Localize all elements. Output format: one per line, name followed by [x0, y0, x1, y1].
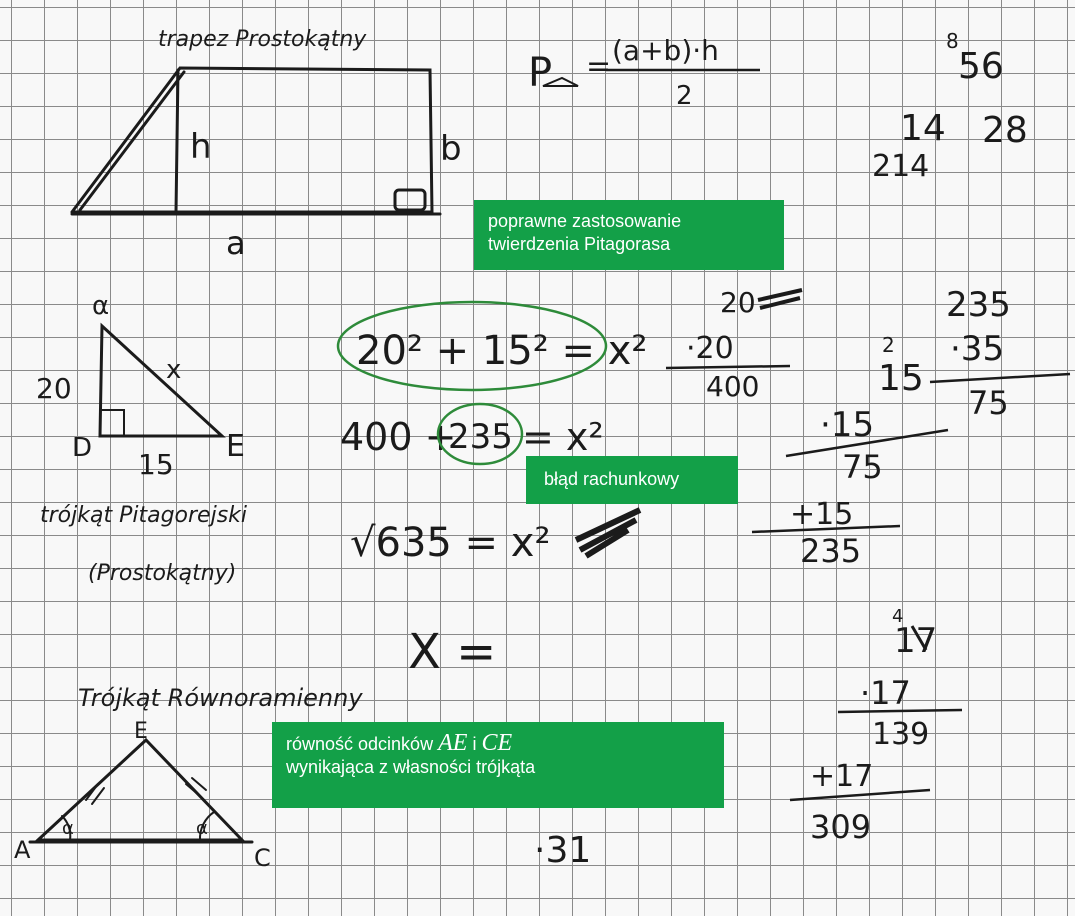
- triangle-title: Trójkąt Równoramienny: [78, 684, 363, 712]
- annotation-line: twierdzenia Pitagorasa: [488, 234, 671, 254]
- error-circle: [436, 402, 524, 466]
- annotation-equality: równość odcinków AE i CE wynikająca z wł…: [272, 722, 724, 808]
- equation-pythagoras: 20² + 15² = x²: [356, 328, 647, 374]
- trapezoid-label-h: h: [190, 127, 212, 167]
- calc-value: 15: [878, 358, 924, 399]
- triangle-caption: (Prostokątny): [88, 561, 236, 586]
- calc-value: ·35: [950, 329, 1004, 369]
- vertex-label: C: [254, 844, 271, 872]
- calc-value: 14: [900, 108, 946, 149]
- calc-value: 235: [800, 532, 861, 570]
- trapezoid-title: trapez Prostokątny: [158, 27, 367, 52]
- carry-digit: 8: [946, 29, 959, 53]
- segment-ae: AE: [438, 730, 468, 756]
- calc-value: ·15: [820, 405, 874, 445]
- scribble-mark: [757, 288, 803, 310]
- annotation-text: błąd rachunkowy: [544, 469, 680, 489]
- vertex-label: D: [72, 433, 92, 463]
- calc-value: 75: [968, 384, 1009, 422]
- equation-result: X =: [408, 624, 496, 680]
- formula-denominator: 2: [676, 81, 693, 111]
- calculation-35: 235 ·35 75: [929, 285, 1071, 422]
- scribble-mark: [574, 507, 642, 559]
- vertex-label: α: [92, 291, 109, 321]
- annotation-text: i: [472, 734, 477, 754]
- vertex-label: A: [14, 836, 31, 864]
- calc-value: 20: [720, 286, 756, 319]
- annotation-text: równość odcinków: [286, 734, 434, 754]
- vertex-label: E: [134, 719, 148, 744]
- trapezoid-area-formula: P = (a+b)·h 2: [528, 34, 760, 111]
- annotation-line: wynikająca z własności trójkąta: [286, 757, 536, 777]
- right-triangle-drawing: [98, 322, 226, 438]
- calculation-20: 20 ·20 400: [665, 286, 803, 403]
- annotation-error: błąd rachunkowy: [526, 456, 738, 504]
- equation-root: √635 = x²: [350, 520, 551, 566]
- calc-value: 235: [946, 285, 1011, 325]
- angle-label: α: [62, 818, 74, 839]
- calc-value: ·17: [860, 674, 911, 712]
- trapezoid-symbol-icon: [542, 76, 579, 87]
- trapezoid-label-b: b: [440, 129, 462, 169]
- annotation-pythagoras: poprawne zastosowanie twierdzenia Pitago…: [474, 200, 784, 270]
- formula-equals: =: [586, 49, 611, 84]
- calc-value: 28: [982, 110, 1028, 151]
- equation-step-error-value: 235: [448, 417, 513, 457]
- trapezoid-label-a: a: [226, 224, 246, 262]
- formula-lhs: P: [528, 50, 552, 96]
- annotation-line: poprawne zastosowanie: [488, 211, 682, 231]
- calc-value: 400: [706, 370, 759, 403]
- angle-label: α: [196, 818, 208, 839]
- carry-digit: 2: [882, 333, 895, 357]
- segment-ce: CE: [481, 730, 513, 756]
- pythagoras-circle: [336, 300, 608, 392]
- scribble-value: ·31: [534, 830, 591, 871]
- topright-calculation: 8 56 14 28 214: [872, 29, 1028, 184]
- calc-value: ·20: [686, 331, 734, 366]
- isosceles-triangle-drawing: [28, 737, 254, 844]
- calc-value: 56: [958, 46, 1004, 87]
- side-length-label: 15: [138, 448, 174, 481]
- calc-value: 75: [842, 448, 883, 486]
- trapezoid-drawing: [70, 66, 442, 216]
- side-length-label: 20: [36, 372, 72, 405]
- calc-value: 214: [872, 149, 929, 184]
- equation-step-right: = x²: [522, 415, 604, 459]
- calc-value: 139: [872, 717, 929, 752]
- calc-value: 17: [894, 621, 937, 661]
- calculation-17: 4 17 ·17 139 +17 309: [789, 606, 963, 846]
- vertex-label: E: [226, 429, 245, 464]
- triangle-caption: trójkąt Pitagorejski: [40, 503, 247, 528]
- calc-value: +17: [810, 759, 873, 794]
- calc-value: +15: [790, 497, 853, 532]
- formula-numerator: (a+b)·h: [612, 34, 719, 67]
- calculation-15: 2 15 ·15 75 +15 235: [751, 333, 949, 570]
- hypotenuse-label: x: [166, 355, 181, 385]
- carry-digit: 4: [892, 606, 903, 627]
- calc-value: 309: [810, 808, 871, 846]
